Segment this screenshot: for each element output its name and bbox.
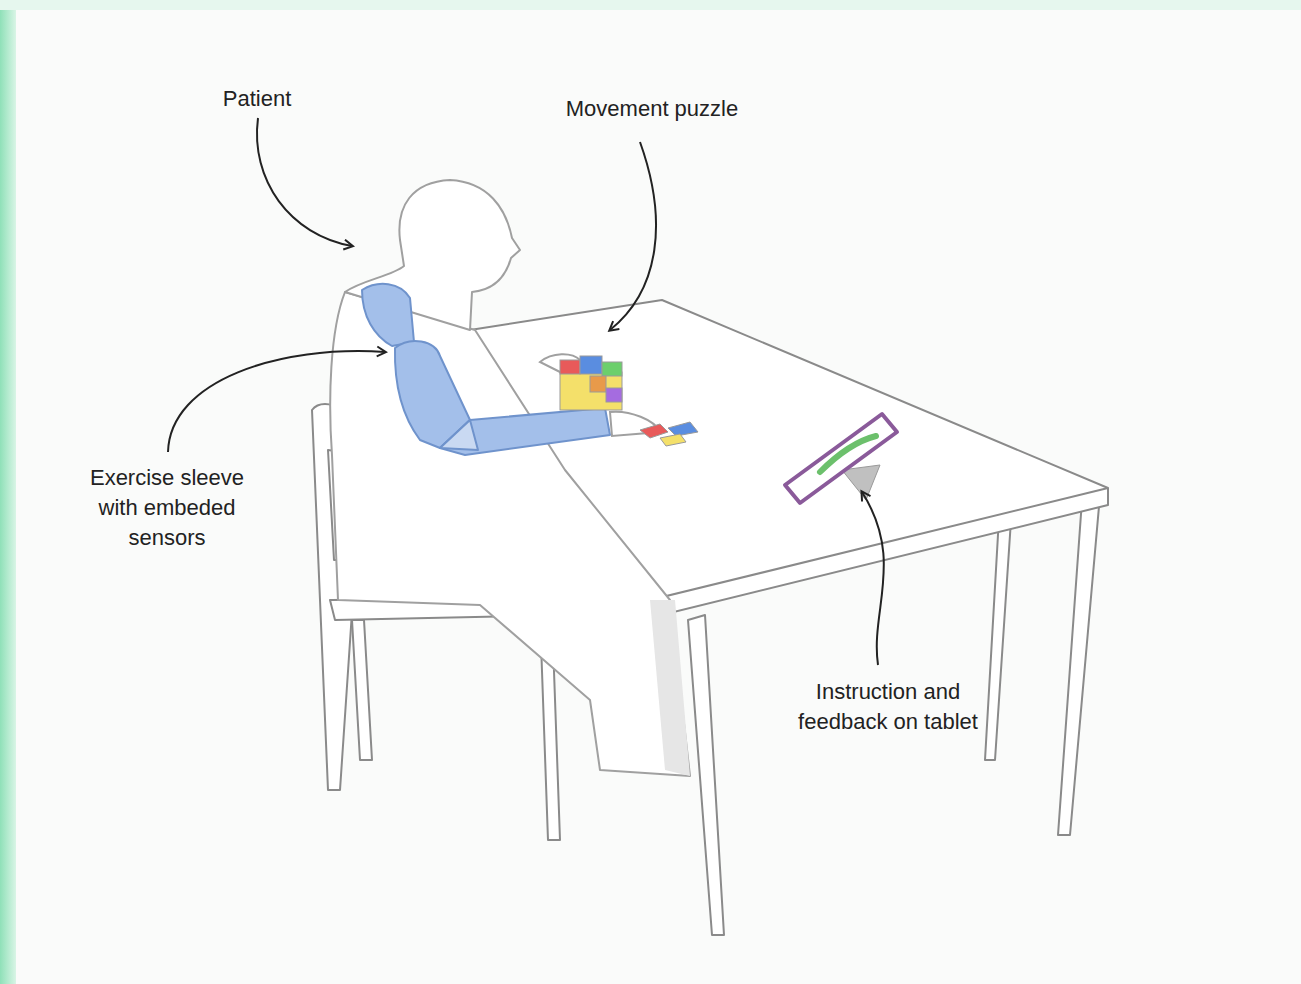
leader-arrow [168,118,884,665]
movement-puzzle [560,356,698,446]
callout-label: Patient [157,84,357,114]
frame-edge [0,0,16,984]
patient-figure [330,180,690,776]
callout-label: Exercise sleeve with embeded sensors [80,463,255,553]
exercise-sleeve [362,284,610,455]
callout-label: Instruction and feedback on tablet [776,677,1001,737]
callout-label: Movement puzzle [522,94,782,124]
frame-edge [0,0,1301,10]
tablet [785,414,897,503]
hand [540,354,660,436]
